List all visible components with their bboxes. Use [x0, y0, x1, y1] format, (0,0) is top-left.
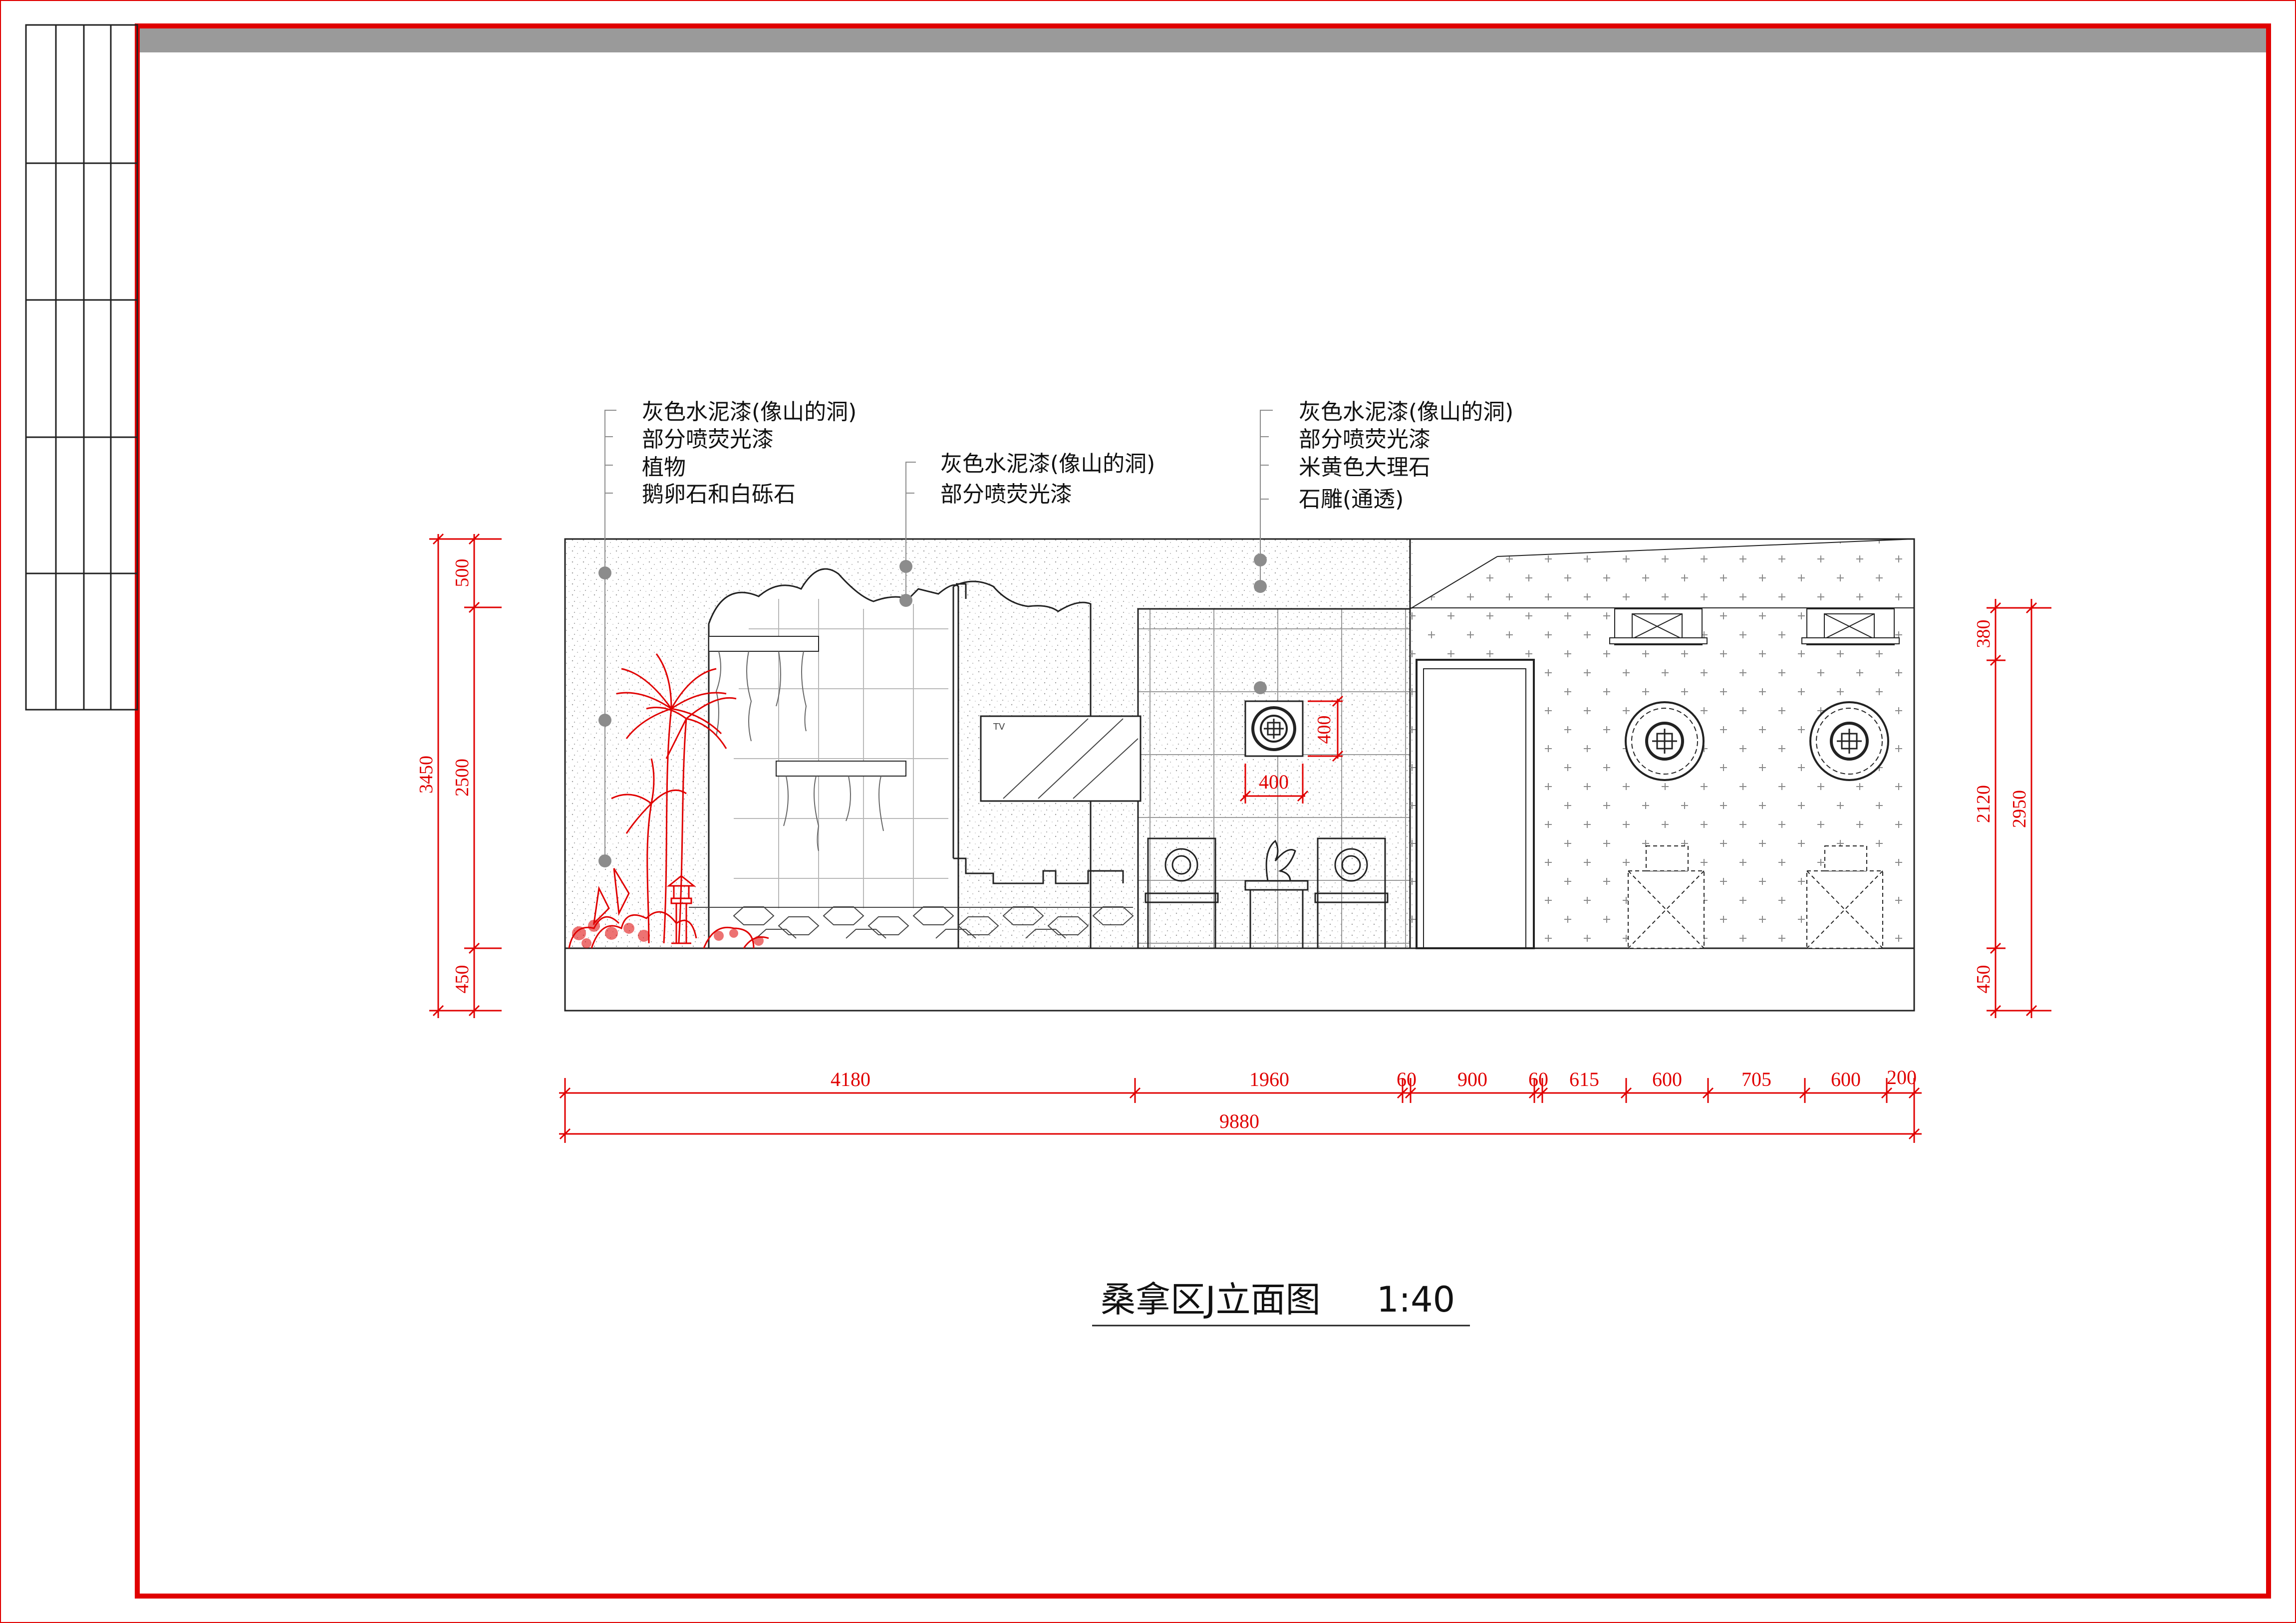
- dim-panel-width: 400: [1259, 771, 1289, 793]
- dimension-lines: [429, 533, 2051, 1143]
- dim-h-4: 900: [1457, 1068, 1487, 1090]
- dim-h-7: 600: [1652, 1068, 1682, 1090]
- dim-left-total: 3450: [416, 756, 437, 794]
- dim-h-1: 4180: [831, 1068, 870, 1090]
- dim-h-3: 60: [1397, 1068, 1417, 1090]
- top-band: [140, 28, 2266, 52]
- dim-h-5: 60: [1528, 1068, 1548, 1090]
- dim-left-500: 500: [452, 559, 473, 587]
- note-left-3: 植物: [642, 455, 686, 480]
- title-block-grid: [25, 24, 138, 711]
- pebble-floor: [689, 906, 1134, 939]
- drawing-title: 桑拿区J立面图 1:40: [1092, 1279, 1470, 1327]
- drawing-title-text: 桑拿区J立面图: [1101, 1279, 1321, 1320]
- dim-right-total: 2950: [2009, 790, 2030, 828]
- leader-dots: [598, 553, 1267, 867]
- dim-right-2120: 2120: [1973, 785, 1994, 823]
- note-right-2: 部分喷荧光漆: [1299, 427, 1431, 452]
- dim-h-8: 705: [1741, 1068, 1771, 1090]
- plants: [568, 653, 769, 949]
- round-medallion-2: [1809, 701, 1889, 781]
- tv-label: TV: [993, 722, 1005, 732]
- dim-right-380: 380: [1973, 620, 1994, 648]
- note-right-3: 米黄色大理石: [1299, 455, 1431, 480]
- note-left-2: 部分喷荧光漆: [642, 427, 774, 452]
- tv-screen: [980, 715, 1142, 802]
- drawing-scale: 1:40: [1377, 1279, 1455, 1320]
- round-medallion-1: [1625, 701, 1705, 781]
- annotations-right: 灰色水泥漆(像山的洞) 部分喷荧光漆 米黄色大理石 石雕(通透): [1299, 399, 1513, 512]
- dim-h-2: 1960: [1249, 1068, 1289, 1090]
- chairs-and-table: [1145, 837, 1389, 949]
- dim-panel-height: 400: [1314, 716, 1335, 744]
- dim-left-450: 450: [452, 965, 473, 994]
- note-middle-1: 灰色水泥漆(像山的洞): [940, 451, 1155, 477]
- note-left-4: 鹅卵石和白砾石: [642, 482, 796, 507]
- dim-total: 9880: [1219, 1110, 1259, 1132]
- carved-panel: [1244, 700, 1304, 757]
- dim-h-9: 600: [1831, 1068, 1861, 1090]
- note-right-1: 灰色水泥漆(像山的洞): [1299, 399, 1513, 425]
- dim-h-6: 615: [1569, 1068, 1599, 1090]
- dimension-texts: 4180 1960 60 900 60 615 600 705 600 200 …: [416, 559, 2030, 1133]
- leader-lines: [604, 410, 1273, 861]
- note-right-4: 石雕(通透): [1299, 487, 1404, 512]
- note-middle-2: 部分喷荧光漆: [940, 482, 1072, 507]
- plant-detail: [572, 920, 764, 948]
- dim-right-450: 450: [1973, 965, 1994, 994]
- rockery-wall: [708, 568, 1124, 949]
- annotations-middle: 灰色水泥漆(像山的洞) 部分喷荧光漆: [940, 451, 1155, 507]
- dim-left-2500: 2500: [452, 759, 473, 797]
- marble-wall: [1410, 539, 1915, 949]
- dim-h-10: 200: [1887, 1066, 1917, 1088]
- tv-wall: TV: [980, 608, 1411, 949]
- note-left-1: 灰色水泥漆(像山的洞): [642, 399, 857, 425]
- annotations-left: 灰色水泥漆(像山的洞) 部分喷荧光漆 植物 鹅卵石和白砾石: [642, 399, 857, 507]
